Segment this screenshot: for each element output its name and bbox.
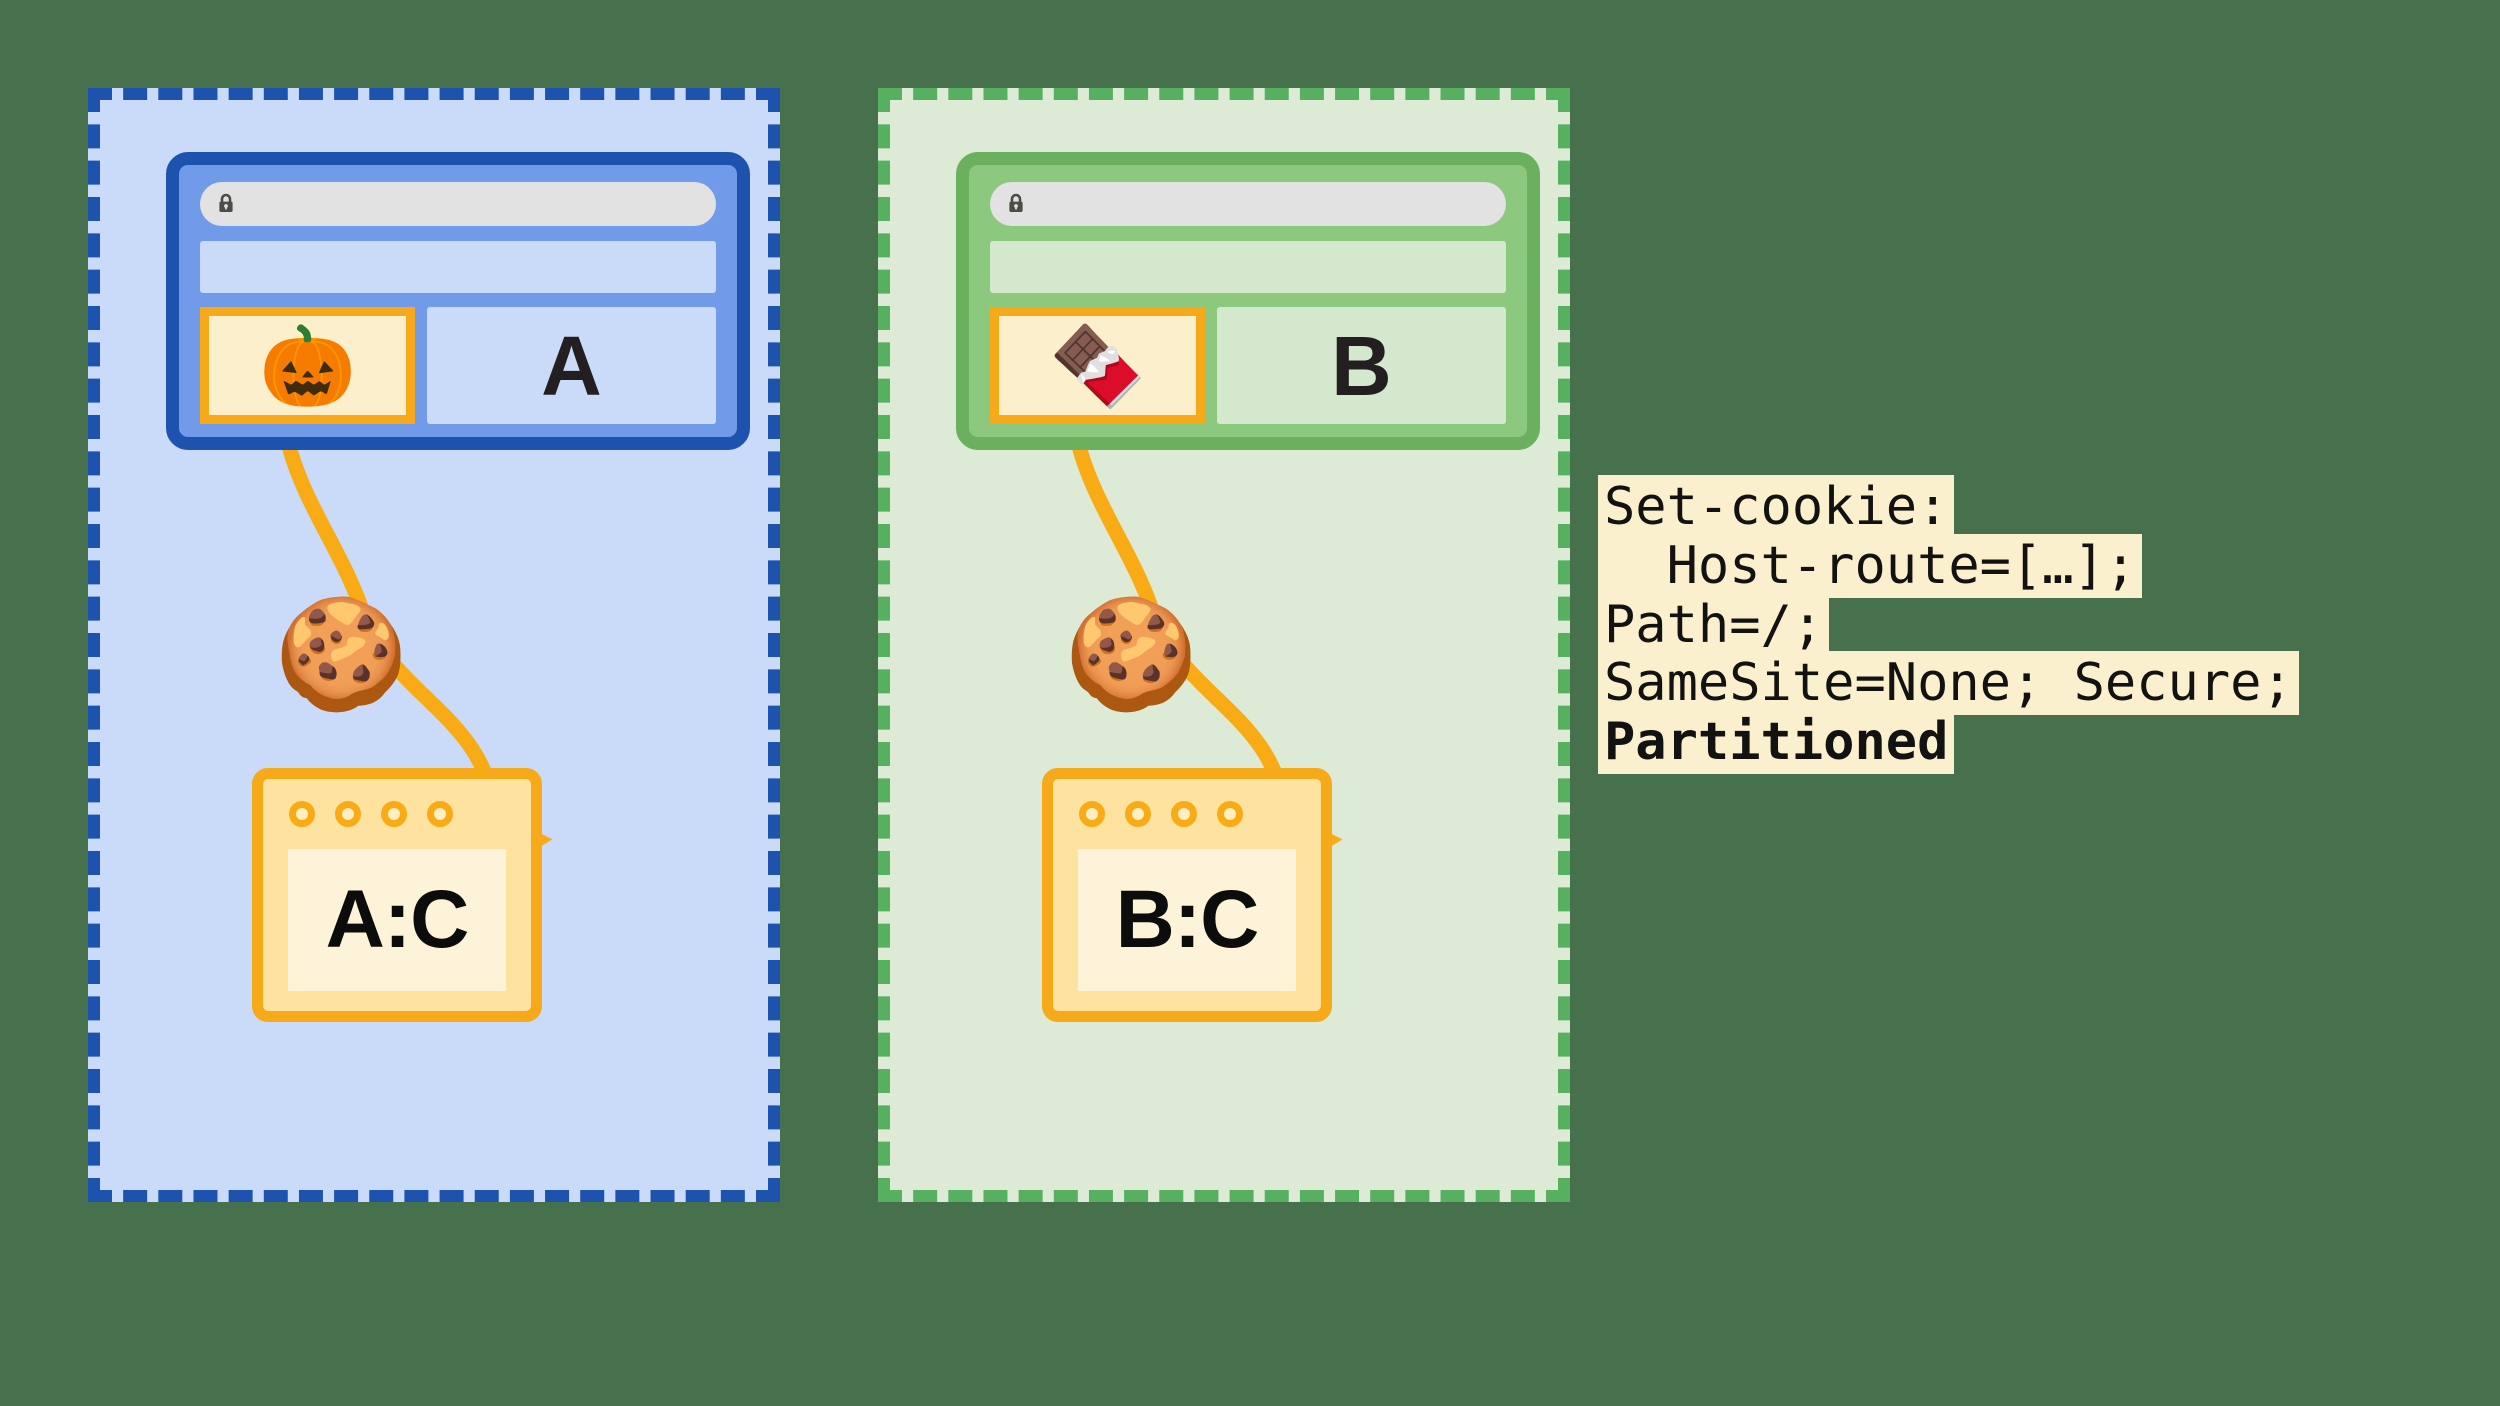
jar-dot-icon (1125, 801, 1151, 827)
url-bar-b[interactable] (990, 182, 1506, 226)
code-line-text: Set-cookie: (1598, 475, 1955, 539)
partitioned-storage-jar-a[interactable]: A:C (252, 768, 542, 1022)
site-panel-b: B (1217, 307, 1506, 424)
jar-dot-icon (1217, 801, 1243, 827)
lock-icon (1006, 192, 1026, 216)
lock-icon (216, 192, 236, 216)
partition-key-label-a: A:C (325, 874, 470, 965)
code-line: __Host-route=[…]; (1598, 533, 2458, 598)
partitioned-storage-jar-b[interactable]: B:C (1042, 768, 1332, 1022)
partition-key-label-b: B:C (1115, 874, 1260, 965)
page-lower-row-a: 🎃 A (200, 307, 716, 424)
set-cookie-header-code: Set-cookie: __Host-route=[…]; Path=/; Sa… (1598, 475, 2458, 774)
code-line-text: Partitioned (1598, 710, 1955, 774)
code-line-text: Path=/; (1598, 592, 1830, 657)
code-line-text: __Host-route=[…]; (1598, 533, 2143, 598)
code-line: Path=/; (1598, 592, 2458, 657)
site-panel-a: A (427, 307, 716, 424)
embedded-iframe-a[interactable]: 🎃 (200, 307, 415, 424)
code-line: Set-cookie: (1598, 475, 2458, 539)
jar-inner-panel-a: A:C (288, 849, 506, 991)
partition-context-a: 🎃 A 🍪 A:C (88, 88, 780, 1202)
jar-dot-icon (381, 801, 407, 827)
chocolate-bar-icon: 🍫 (1048, 321, 1147, 410)
code-line-partitioned: Partitioned (1598, 710, 2458, 774)
partition-context-b: 🍫 B 🍪 B:C (878, 88, 1570, 1202)
jar-inner-panel-b: B:C (1078, 849, 1296, 991)
code-line: SameSite=None; Secure; (1598, 651, 2458, 716)
page-content-strip-a (200, 241, 716, 293)
jar-dots-b (1079, 801, 1243, 827)
embedded-iframe-b[interactable]: 🍫 (990, 307, 1205, 424)
page-lower-row-b: 🍫 B (990, 307, 1506, 424)
jar-dot-icon (335, 801, 361, 827)
site-letter-b: B (1331, 318, 1392, 413)
jar-dot-icon (1171, 801, 1197, 827)
jar-dot-icon (427, 801, 453, 827)
jar-dot-icon (289, 801, 315, 827)
jar-dot-icon (1079, 801, 1105, 827)
browser-window-a[interactable]: 🎃 A (166, 152, 750, 450)
page-content-strip-b (990, 241, 1506, 293)
cookie-icon: 🍪 (1064, 593, 1199, 714)
jar-dots-a (289, 801, 453, 827)
url-bar-a[interactable] (200, 182, 716, 226)
site-letter-a: A (541, 318, 602, 413)
code-line-text: SameSite=None; Secure; (1598, 651, 2299, 716)
browser-window-b[interactable]: 🍫 B (956, 152, 1540, 450)
jack-o-lantern-icon: 🎃 (258, 321, 357, 410)
cookie-icon: 🍪 (274, 593, 409, 714)
